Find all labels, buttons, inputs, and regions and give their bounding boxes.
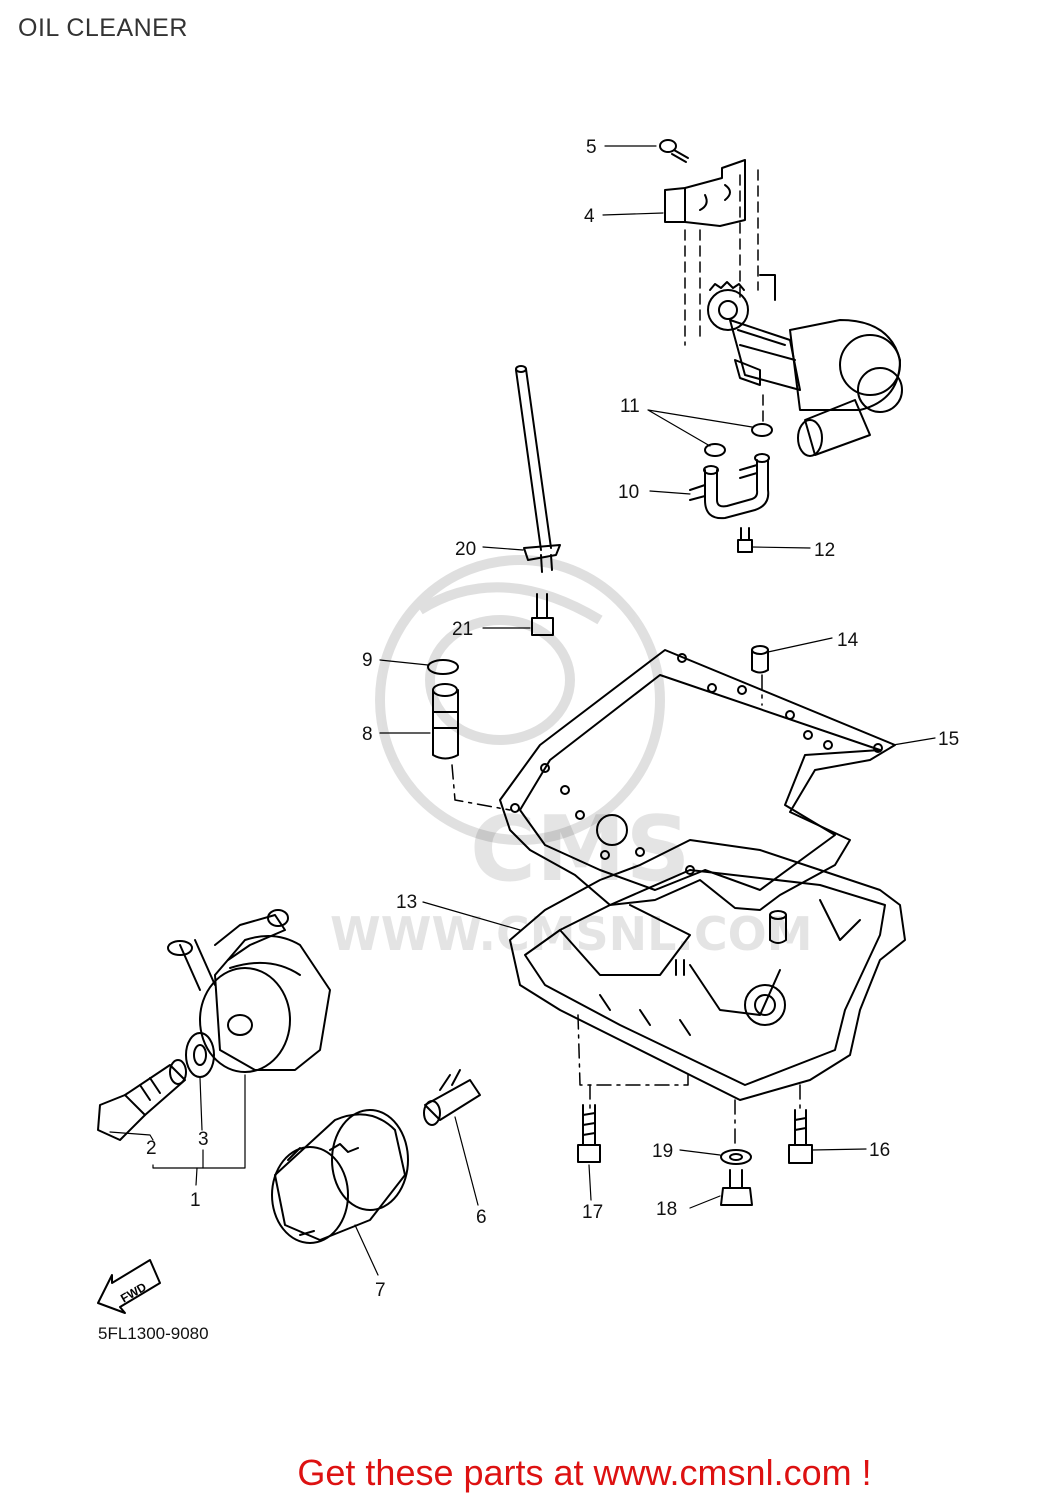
fwd-arrow-icon	[97, 1259, 161, 1314]
dowel-pin-icon	[751, 645, 769, 674]
washer-19-icon	[720, 1149, 752, 1165]
callout-2: 2	[146, 1138, 157, 1159]
callout-3: 3	[198, 1129, 209, 1150]
washer-3-icon	[185, 1032, 215, 1078]
callout-6: 6	[476, 1207, 487, 1228]
screw-5-icon	[659, 139, 689, 163]
union-fitting-icon	[423, 1069, 481, 1126]
callout-5: 5	[586, 137, 597, 158]
page-title: OIL CLEANER	[18, 14, 188, 42]
fwd-label: FWD	[118, 1280, 149, 1306]
callout-9: 9	[362, 650, 373, 671]
callout-7: 7	[375, 1280, 386, 1301]
callout-11: 11	[620, 396, 640, 417]
o-ring-9-icon	[427, 659, 459, 675]
o-ring-11a-icon	[704, 443, 726, 457]
oil-cooler-icon	[167, 909, 331, 1073]
bolt-21-icon	[531, 593, 554, 636]
callout-13: 13	[396, 892, 417, 913]
watermark-url: WWW.CMSNL.COM	[330, 907, 813, 961]
union-bolt-icon	[97, 1059, 187, 1141]
callout-10: 10	[618, 482, 639, 503]
callout-15: 15	[938, 729, 959, 750]
callout-17: 17	[582, 1202, 603, 1223]
footer-link[interactable]: Get these parts at www.cmsnl.com !	[0, 1452, 1059, 1494]
dipstick-tube-icon	[515, 365, 561, 573]
callout-14: 14	[837, 630, 859, 651]
oil-filter-icon	[271, 1109, 409, 1244]
watermark-brand: CMS	[470, 797, 690, 902]
callout-16: 16	[869, 1140, 890, 1161]
callout-19: 19	[652, 1141, 673, 1162]
oil-pipe-icon	[689, 453, 770, 520]
callout-8: 8	[362, 724, 373, 745]
o-ring-11b-icon	[751, 423, 773, 437]
callout-20: 20	[455, 539, 476, 560]
callout-4: 4	[584, 206, 595, 227]
oil-strainer-icon	[432, 683, 459, 760]
callout-18: 18	[656, 1199, 677, 1220]
bolt-17-icon	[577, 1104, 601, 1163]
diagram-code: 5FL1300-9080	[98, 1324, 209, 1343]
bolt-16-icon	[788, 1109, 813, 1164]
bolt-12-icon	[737, 527, 753, 553]
oil-pump-icon	[707, 274, 903, 457]
callout-21: 21	[452, 619, 473, 640]
pump-bracket-icon	[664, 159, 746, 227]
callout-1: 1	[190, 1190, 201, 1211]
oil-pan-icon	[509, 839, 906, 1101]
drain-bolt-icon	[720, 1169, 753, 1206]
footer-text: Get these parts at www.cmsnl.com !	[297, 1452, 872, 1493]
callout-12: 12	[814, 540, 835, 561]
